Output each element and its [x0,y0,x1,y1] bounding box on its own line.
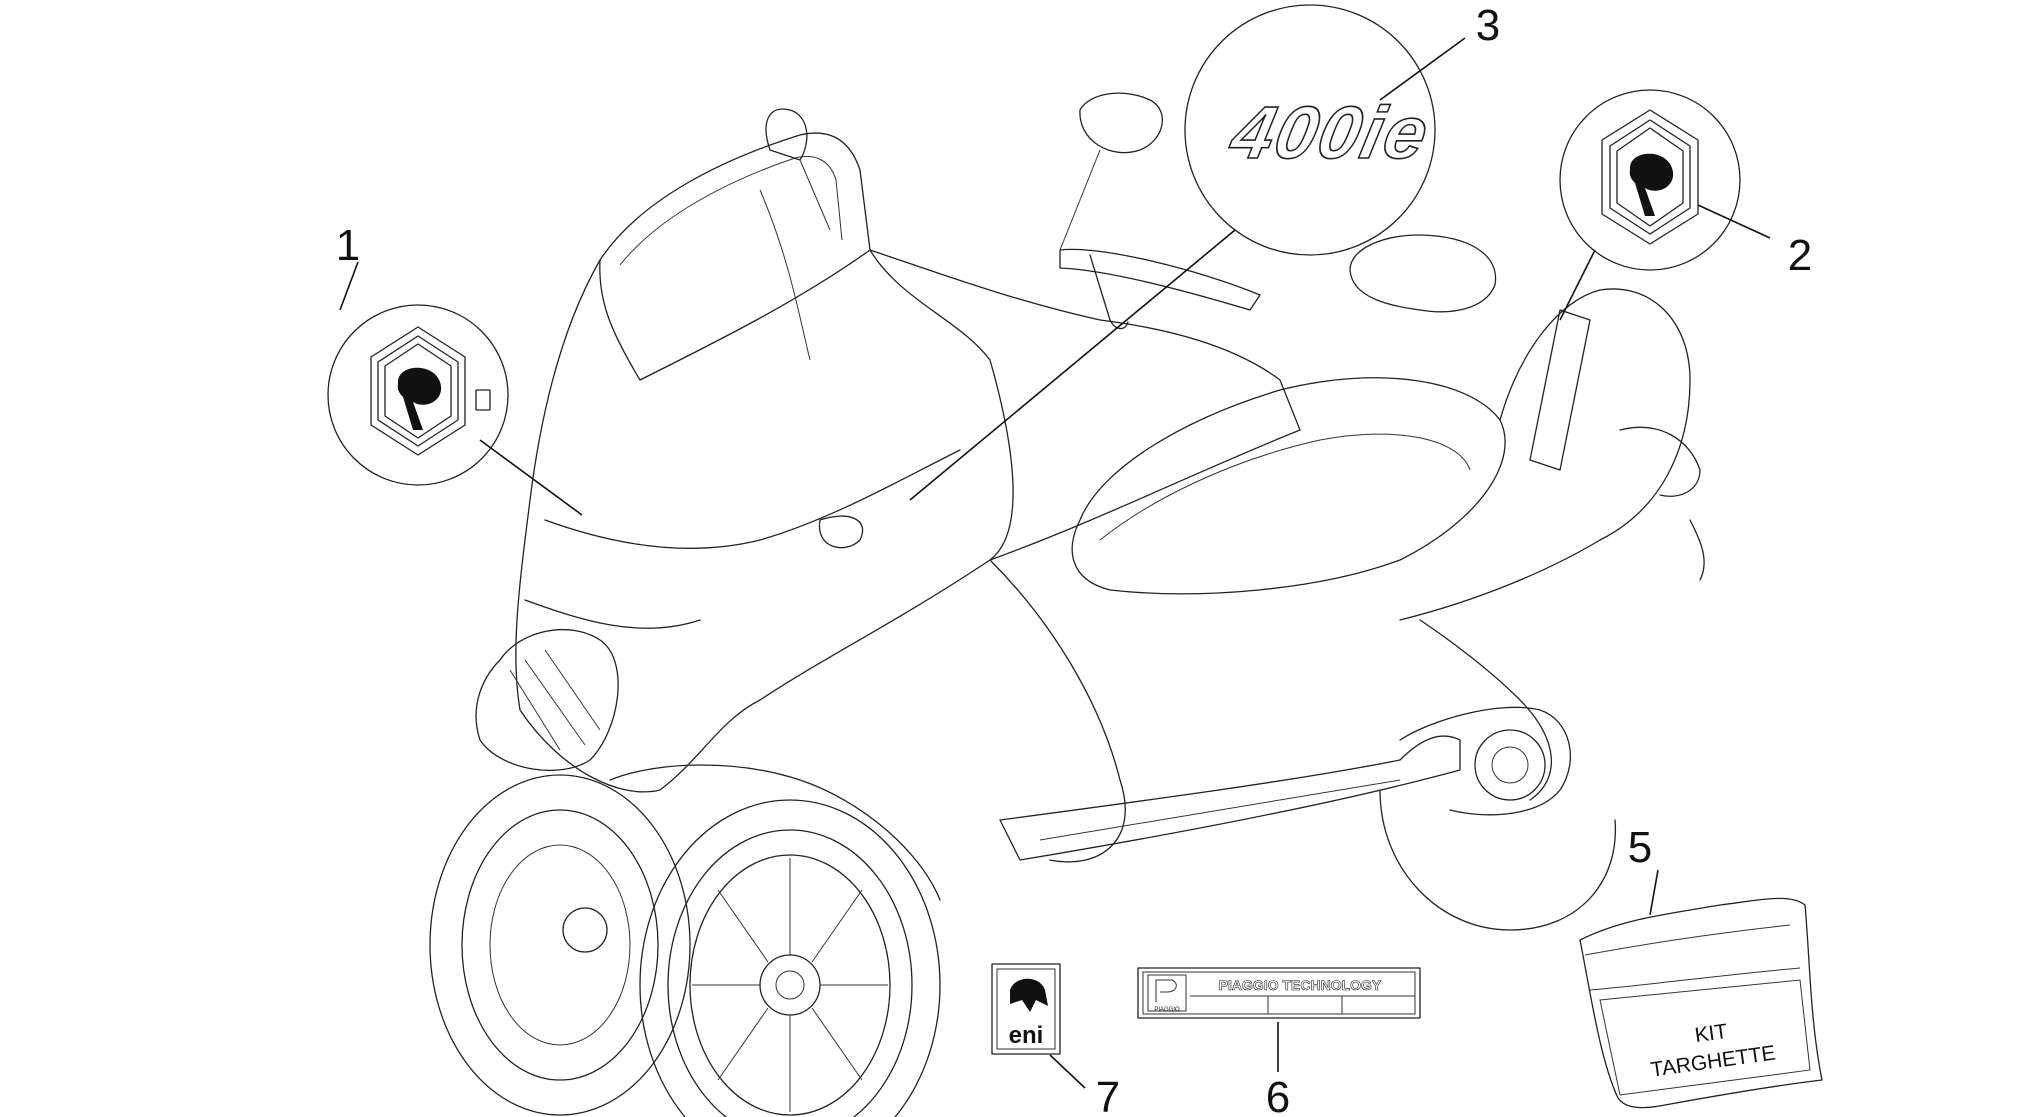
scooter-drawing [429,92,1705,1117]
tech-plate-frame [1137,967,1421,1019]
detail-circle-1 [327,304,509,486]
callout-3: 400ie 3 [909,1,1500,501]
detail-circle-3 [1184,4,1436,256]
callout-number-6: 6 [1266,1073,1290,1117]
kit-bag-line2: TARGHETTE [1649,1041,1777,1081]
kit-bag-line1: KIT [1693,1020,1729,1047]
callout-5: KIT TARGHETTE 5 [1579,823,1823,1109]
tech-plate-brand: PIAGGIO [1154,1007,1180,1013]
callout-number-1: 1 [336,221,360,270]
model-decal-text: 400ie [1222,91,1437,174]
callout-number-5: 5 [1628,823,1652,872]
tech-plate-title: PIAGGIO TECHNOLOGY [1219,977,1382,993]
eni-sticker-text: eni [1009,1022,1044,1049]
callout-1: 1 [327,221,583,516]
eni-sticker-frame [991,963,1061,1055]
front-wheel-right [639,799,941,1117]
callout-number-3: 3 [1476,1,1500,50]
callout-7: eni 7 [991,963,1120,1117]
piaggio-badge-icon [1601,109,1699,245]
front-wheel-left [429,774,691,1116]
callout-number-7: 7 [1096,1073,1120,1117]
piaggio-badge-icon [370,326,491,456]
callout-2: 2 [1559,89,1812,321]
kit-bag-outline [1579,897,1823,1109]
callout-6: PIAGGIO PIAGGIO TECHNOLOGY 6 [1137,967,1421,1117]
detail-circle-2 [1559,89,1741,271]
eni-dog-icon [1010,978,1048,1012]
callout-number-2: 2 [1788,231,1812,280]
